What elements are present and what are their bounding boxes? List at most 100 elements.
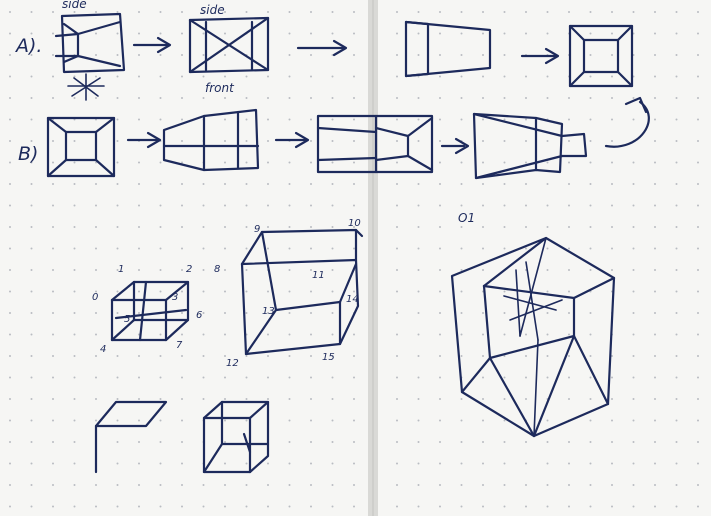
grid-dot [159,161,162,164]
grid-dot [568,11,570,13]
grid-dot [95,484,97,486]
grid-dot [138,269,140,271]
grid-dot [439,54,441,56]
grid-dot [675,247,678,250]
grid-dot [611,462,613,465]
grid-dot [611,54,613,56]
grid-dot [460,118,463,121]
grid-dot [224,226,226,228]
grid-dot [245,97,248,99]
grid-dot [697,11,699,13]
grid-dot [482,376,484,379]
grid-dot [95,505,97,508]
arrow-a1 [132,36,172,54]
grid-dot [159,118,162,121]
grid-dot [288,161,291,164]
cube-big-label-10: 10 [348,218,361,229]
grid-dot [267,11,269,13]
grid-dot [202,355,205,357]
grid-dot [396,462,398,465]
grid-dot [439,312,441,314]
sketch-a4-square-view [568,24,634,88]
grid-dot [482,419,484,422]
grid-dot [568,398,570,400]
grid-dot [417,247,420,250]
grid-dot [331,75,334,78]
grid-dot [52,505,54,508]
grid-dot [9,183,11,185]
grid-dot [267,183,269,185]
grid-dot [116,140,119,142]
grid-dot [73,269,76,271]
cube-small-label-6: 6 [196,310,202,321]
grid-dot [417,484,420,486]
grid-dot [288,54,291,56]
grid-dot [675,204,678,207]
grid-dot [675,355,678,357]
grid-dot [73,226,76,228]
grid-dot [245,75,248,78]
grid-dot [589,462,592,465]
arrow-a2 [296,39,348,57]
grid-dot [116,398,119,400]
grid-dot [116,247,119,250]
grid-dot [52,140,54,142]
grid-dot [30,11,33,13]
grid-dot [546,290,549,293]
grid-dot [52,419,54,422]
grid-dot [417,312,420,314]
grid-dot [310,11,312,13]
grid-dot [202,97,205,99]
grid-dot [310,54,312,56]
grid-dot [202,290,205,293]
grid-dot [224,290,226,293]
grid-dot [546,462,549,465]
grid-dot [353,333,355,336]
grid-dot [396,484,398,486]
grid-dot [654,247,656,250]
grid-dot [116,290,119,293]
grid-dot [396,54,398,56]
grid-dot [310,118,312,121]
grid-dot [181,247,183,250]
grid-dot [245,11,248,13]
grid-dot [52,247,54,250]
grid-dot [245,290,248,293]
grid-dot [503,118,506,121]
grid-dot [116,118,119,121]
grid-dot [632,398,635,400]
grid-dot [353,398,355,400]
cube-small-label-3: 3 [172,292,178,303]
grid-dot [202,11,205,13]
grid-dot [482,204,484,207]
grid-dot [331,32,334,35]
grid-dot [310,290,312,293]
grid-dot [568,376,570,379]
grid-dot [525,398,527,400]
grid-dot [589,32,592,35]
grid-dot [95,183,97,185]
grid-dot [546,32,549,35]
grid-dot [525,183,527,185]
grid-dot [525,505,527,508]
grid-dot [439,97,441,99]
sketch-a3-perspective [404,20,492,78]
grid-dot [503,290,506,293]
grid-dot [396,398,398,400]
grid-dot [546,333,549,336]
grid-dot [675,376,678,379]
grid-dot [30,204,33,207]
cube-big-label-12: 12 [226,358,239,369]
sketch-small-cube [110,280,190,342]
grid-dot [331,54,334,56]
grid-dot [697,290,699,293]
grid-dot [439,505,441,508]
grid-dot [52,333,54,336]
grid-dot [52,398,54,400]
grid-dot [353,484,355,486]
grid-dot [30,97,33,99]
grid-dot [9,269,11,271]
sketch-b3-wide-box [316,114,434,174]
grid-dot [245,269,248,271]
grid-dot [116,505,119,508]
